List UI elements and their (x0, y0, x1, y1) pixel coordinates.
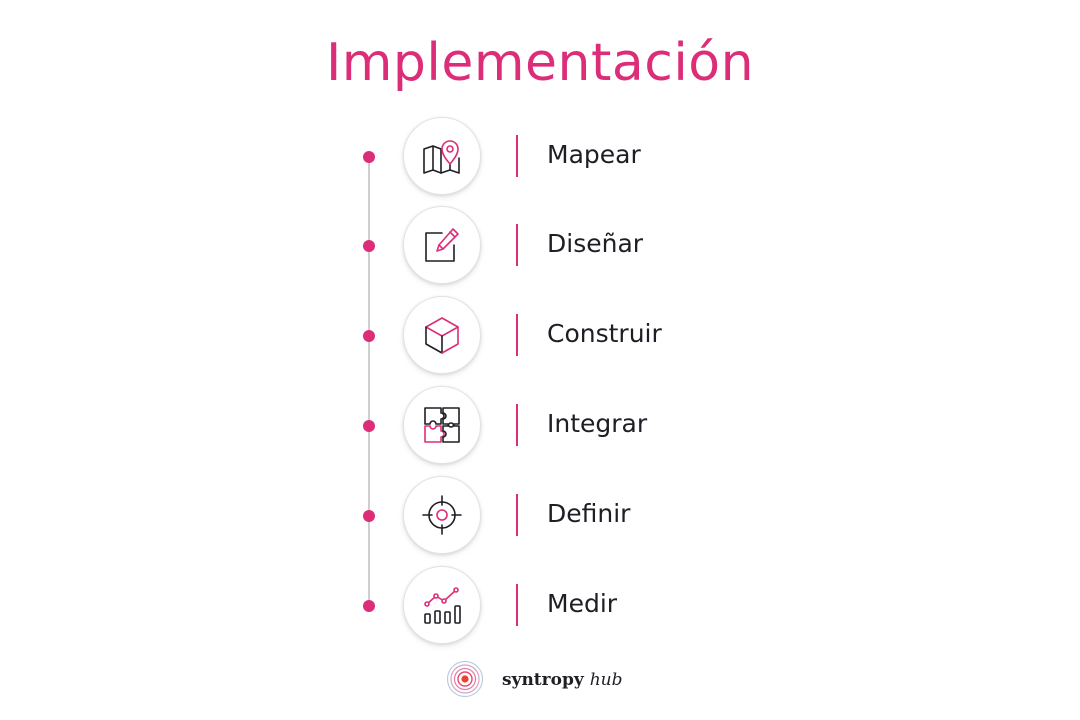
chart-icon (424, 587, 461, 624)
step-integrar: Integrar (0, 386, 1080, 466)
step-divider (516, 584, 518, 626)
icon-circle (403, 296, 481, 374)
step-mapear: Mapear (0, 117, 1080, 197)
step-label: Mapear (547, 140, 641, 169)
step-label: Definir (547, 499, 631, 528)
icon-circle (403, 386, 481, 464)
edit-pencil-icon (425, 228, 459, 262)
target-icon (422, 495, 462, 535)
icon-circle (403, 117, 481, 195)
brand-name: syntropy (502, 670, 584, 690)
map-pin-icon (423, 140, 460, 174)
timeline-dot (363, 330, 375, 342)
step-definir: Definir (0, 476, 1080, 556)
step-divider (516, 494, 518, 536)
timeline-dot (363, 240, 375, 252)
cube-icon (425, 317, 459, 354)
step-label: Construir (547, 319, 662, 348)
step-label: Medir (547, 589, 618, 618)
brand-suffix: hub (589, 670, 623, 690)
timeline-dot (363, 420, 375, 432)
step-divider (516, 224, 518, 266)
step-medir: Medir (0, 566, 1080, 646)
step-label: Diseñar (547, 229, 644, 258)
timeline-dot (363, 151, 375, 163)
icon-circle (403, 206, 481, 284)
timeline-dot (363, 600, 375, 612)
timeline-dot (363, 510, 375, 522)
puzzle-icon (424, 407, 460, 443)
icon-circle (403, 476, 481, 554)
step-disenar: Diseñar (0, 206, 1080, 286)
step-divider (516, 404, 518, 446)
timeline-line (368, 156, 370, 604)
page-title: Implementación (325, 33, 755, 93)
step-construir: Construir (0, 296, 1080, 376)
concentric-circles-logo (446, 660, 484, 698)
step-divider (516, 135, 518, 177)
step-label: Integrar (547, 409, 648, 438)
step-divider (516, 314, 518, 356)
icon-circle (403, 566, 481, 644)
